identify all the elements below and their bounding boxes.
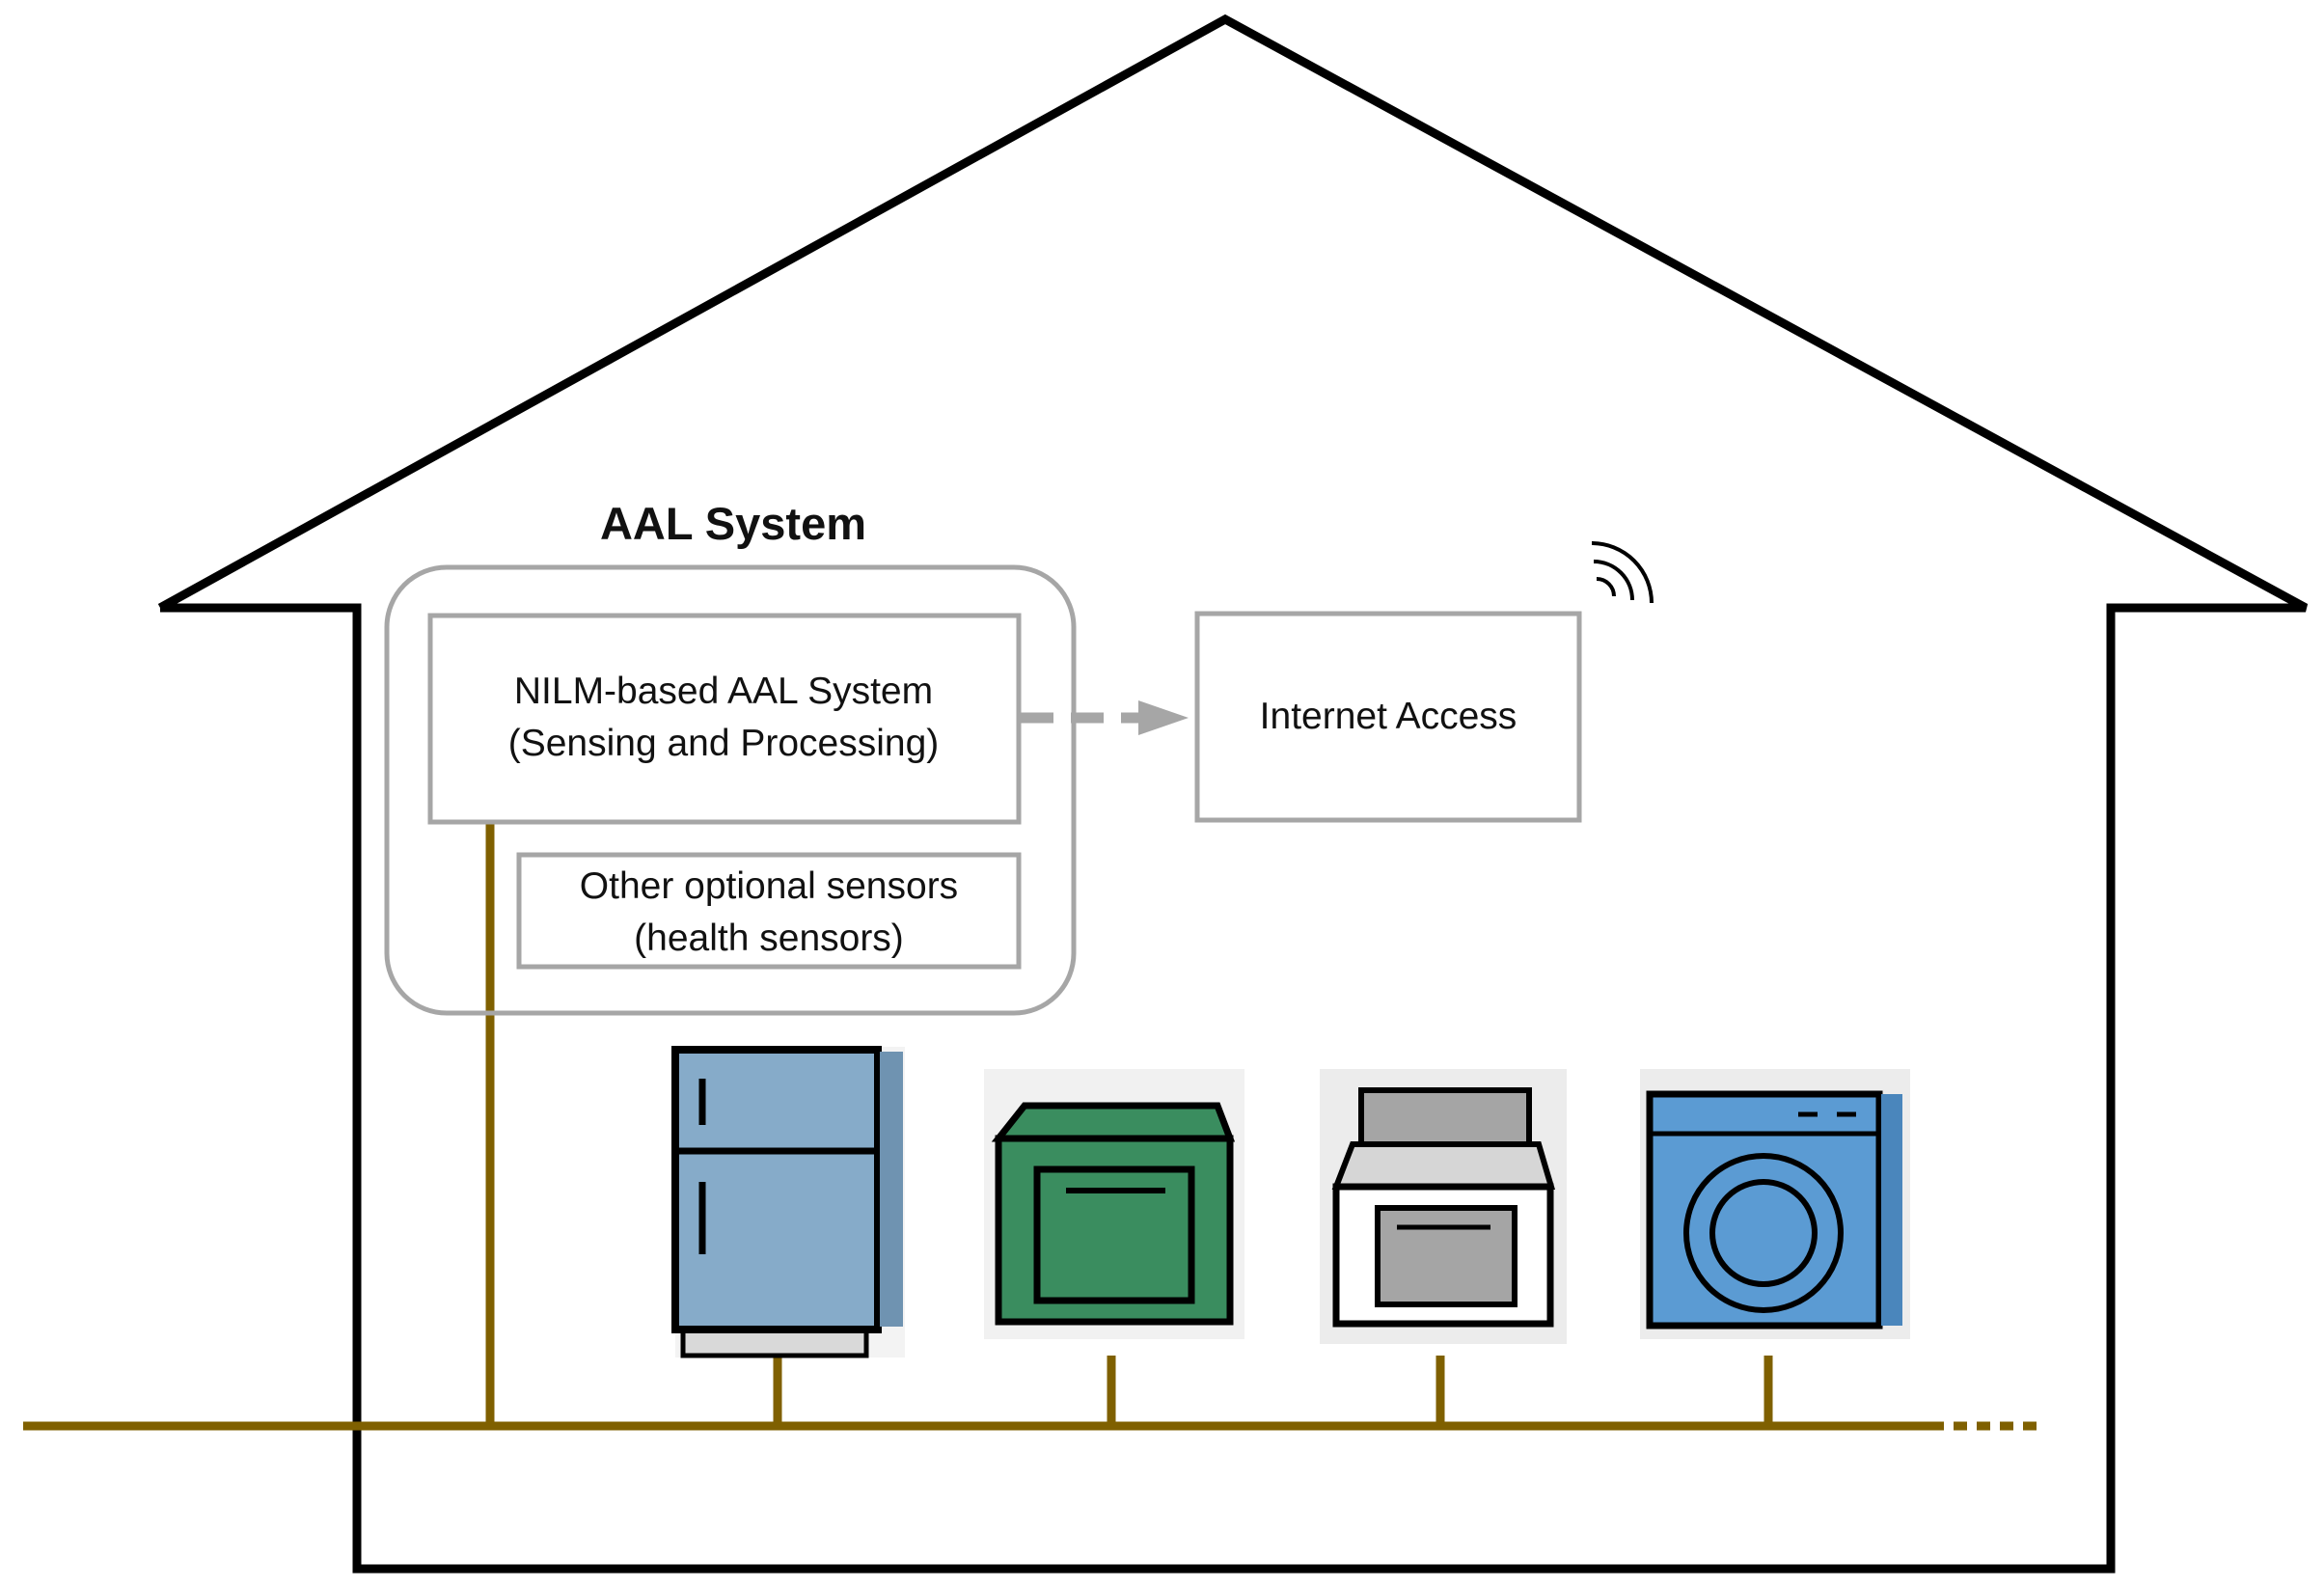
house-outline xyxy=(157,14,2309,1574)
dashed-arrow xyxy=(1021,700,1189,735)
refrigerator-icon xyxy=(671,1046,905,1358)
power-line xyxy=(23,822,2040,1431)
oven-icon xyxy=(984,1069,1244,1339)
aal-system-title: AAL System xyxy=(599,498,866,549)
sensors-box-line1: Other optional sensors xyxy=(579,865,959,907)
internet-box-label: Internet Access xyxy=(1259,696,1517,737)
nilm-box-line2: (Sensing and Processing) xyxy=(507,723,940,764)
internet-box xyxy=(1194,611,1582,823)
sensors-box-label: Other optional sensors (health sensors) xyxy=(519,861,1019,965)
nilm-box-line1: NILM-based AAL System xyxy=(513,671,934,712)
washing-machine-icon xyxy=(1640,1069,1910,1339)
wifi-icon xyxy=(1591,541,1654,604)
nilm-box xyxy=(427,613,1022,825)
sensors-box xyxy=(516,852,1022,970)
stove-icon xyxy=(1320,1069,1567,1344)
nilm-box-label: NILM-based AAL System (Sensing and Proce… xyxy=(430,666,1017,770)
aal-system-group xyxy=(384,564,1077,1016)
sensors-box-line2: (health sensors) xyxy=(634,918,904,959)
